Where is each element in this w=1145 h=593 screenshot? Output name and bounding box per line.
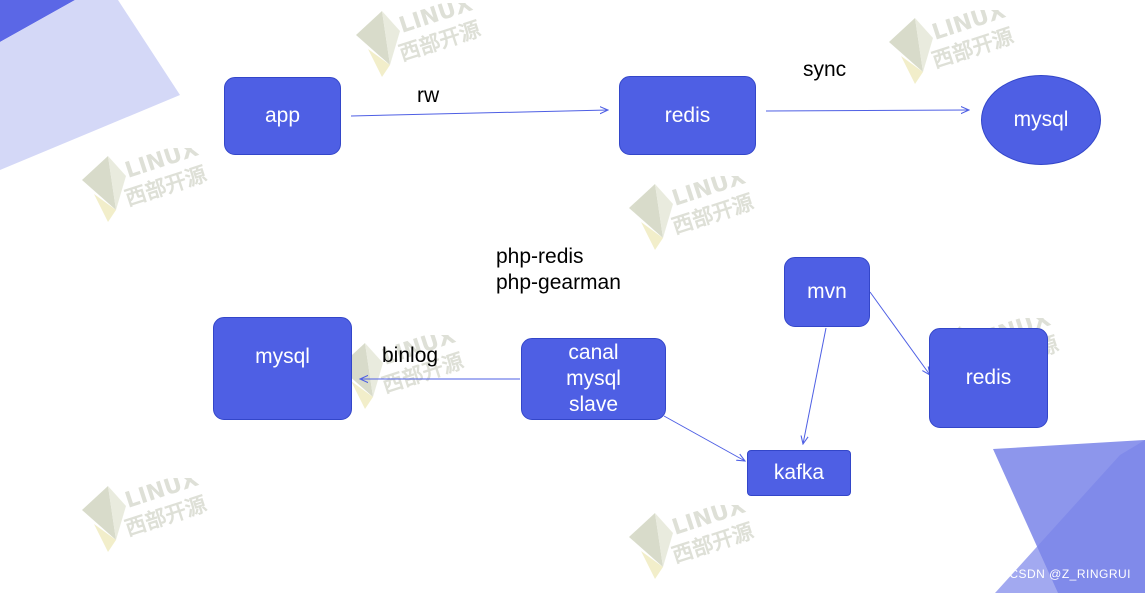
node-label: mysql	[255, 345, 310, 368]
node-label: mysql	[1013, 108, 1069, 131]
node-label: redis	[965, 366, 1012, 389]
edge-canal-to-kafka	[663, 415, 745, 461]
edge-label-binlog: binlog	[382, 344, 439, 367]
edge-mvn-to-kafka	[803, 327, 827, 444]
node-mvn: mvn	[784, 257, 870, 327]
edge-mvn-to-redis	[869, 291, 930, 375]
edge-app-to-redis	[350, 110, 608, 117]
node-app: app	[224, 77, 341, 155]
node-redis-bottom: redis	[929, 328, 1048, 428]
node-label: app	[264, 104, 301, 127]
edge-label-sync: sync	[803, 58, 847, 81]
node-label: canal mysql slave	[566, 341, 621, 416]
node-mysql-bottom: mysql	[213, 317, 352, 420]
node-redis-top: redis	[619, 76, 756, 155]
corner-shape-bottom-right-dark	[995, 440, 1145, 593]
node-canal: canal mysql slave	[521, 338, 666, 420]
php-libs-note: php-redis php-gearman	[496, 245, 621, 294]
node-label: kafka	[773, 461, 825, 484]
node-kafka: kafka	[747, 450, 851, 496]
node-label: mvn	[807, 280, 847, 303]
node-mysql-top: mysql	[981, 75, 1101, 165]
node-label: redis	[664, 103, 711, 127]
csdn-credit: CSDN @Z_RINGRUI	[1009, 567, 1131, 581]
edge-redis-to-mysql	[765, 110, 969, 111]
edge-label-rw: rw	[417, 84, 440, 107]
corner-shape-top-left-light	[0, 0, 180, 170]
